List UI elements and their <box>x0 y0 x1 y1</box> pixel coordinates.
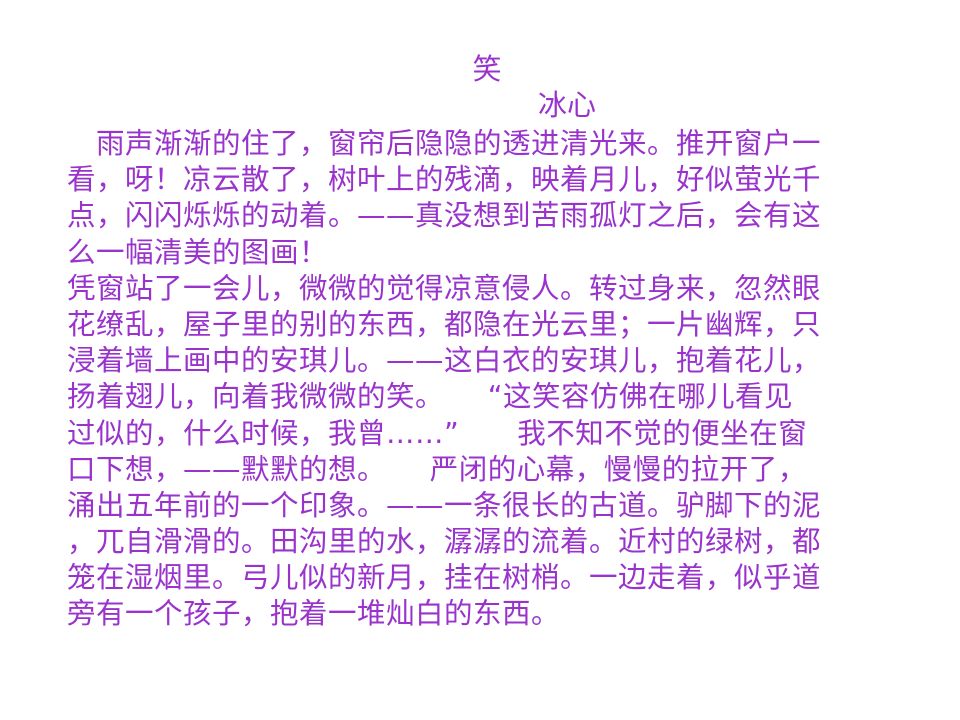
text-line: 旁有一个孩子，抱着一堆灿白的东西。 <box>67 597 561 631</box>
document-author: 冰心 <box>538 88 597 122</box>
text-line: 扬着翅儿，向着我微微的笑。 “这笑容仿佛在哪儿看见 <box>67 380 794 414</box>
text-line: 涌出五年前的一个印象。——一条很长的古道。驴脚下的泥 <box>67 488 822 522</box>
body-text: 雨声渐渐的住了，窗帘后隐隐的透进清光来。推开窗户一 看，呀！凉云散了，树叶上的残… <box>67 126 903 633</box>
text-line: 点，闪闪烁烁的动着。——真没想到苦雨孤灯之后，会有这 <box>67 199 822 233</box>
text-line: 口下想，——默默的想。 严闭的心幕，慢慢的拉开了， <box>67 452 807 486</box>
text-line: ，兀自滑滑的。田沟里的水，潺潺的流着。近村的绿树，都 <box>67 525 822 559</box>
text-line: 笼在湿烟里。弓儿似的新月，挂在树梢。一边走着，似乎道 <box>67 561 822 595</box>
document-title: 笑 <box>472 52 502 86</box>
text-line: 么一幅清美的图画！ <box>67 235 329 269</box>
text-line: 雨声渐渐的住了，窗帘后隐隐的透进清光来。推开窗户一 <box>67 127 822 160</box>
text-line: 花缭乱，屋子里的别的东西，都隐在光云里；一片幽辉，只 <box>67 307 822 341</box>
text-line: 过似的，什么时候，我曾……” 我不知不觉的便坐在窗 <box>67 416 808 450</box>
text-line: 浸着墙上画中的安琪儿。——这白衣的安琪儿，抱着花儿， <box>67 344 822 378</box>
text-line: 凭窗站了一会儿，微微的觉得凉意侵人。转过身来，忽然眼 <box>67 271 822 305</box>
text-line: 看，呀！凉云散了，树叶上的残滴，映着月儿，好似萤光千 <box>67 163 822 197</box>
